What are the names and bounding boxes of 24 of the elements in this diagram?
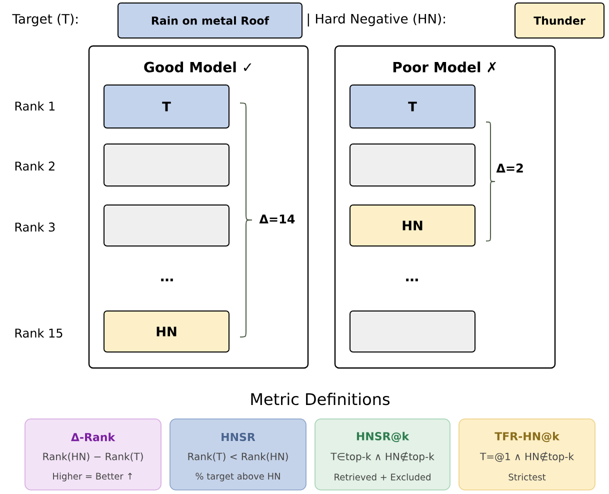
metric-card: TFR-HN@k T=@1 ∧ HN∉top-k Strictest xyxy=(458,418,596,490)
rank-label: Rank 3 xyxy=(15,222,55,232)
rank-box xyxy=(104,204,230,246)
ellipsis: … xyxy=(161,278,173,282)
rank-box xyxy=(104,144,230,186)
key-label: Target (T): xyxy=(12,14,78,26)
metric-card: HNSR Rank(T) < Rank(HN) % target above HN xyxy=(170,418,306,490)
section-title: Metric Definitions xyxy=(251,392,390,406)
target-box: T xyxy=(104,84,230,128)
negative-box: Thunder xyxy=(514,2,604,38)
target-box: Rain on metal Roof xyxy=(118,2,302,38)
metric-card: Δ-Rank Rank(HN) − Rank(T) Higher = Better ↑ xyxy=(24,418,162,490)
rank-box xyxy=(350,310,476,352)
rank-label: Rank 2 xyxy=(15,161,54,171)
target-box: T xyxy=(350,84,476,128)
rank-label: Rank 15 xyxy=(15,328,62,338)
rank-label: Rank 1 xyxy=(15,101,55,111)
ellipsis: … xyxy=(406,278,418,282)
delta-label: Δ=2 xyxy=(496,164,523,172)
delta-label: Δ=14 xyxy=(259,214,295,224)
negative-box: HN xyxy=(104,310,230,352)
negative-box: HN xyxy=(350,204,476,246)
metric-card: HNSR@k T∈top-k ∧ HN∉top-k Retrieved + Excluded xyxy=(314,418,450,490)
rank-box xyxy=(350,144,476,186)
